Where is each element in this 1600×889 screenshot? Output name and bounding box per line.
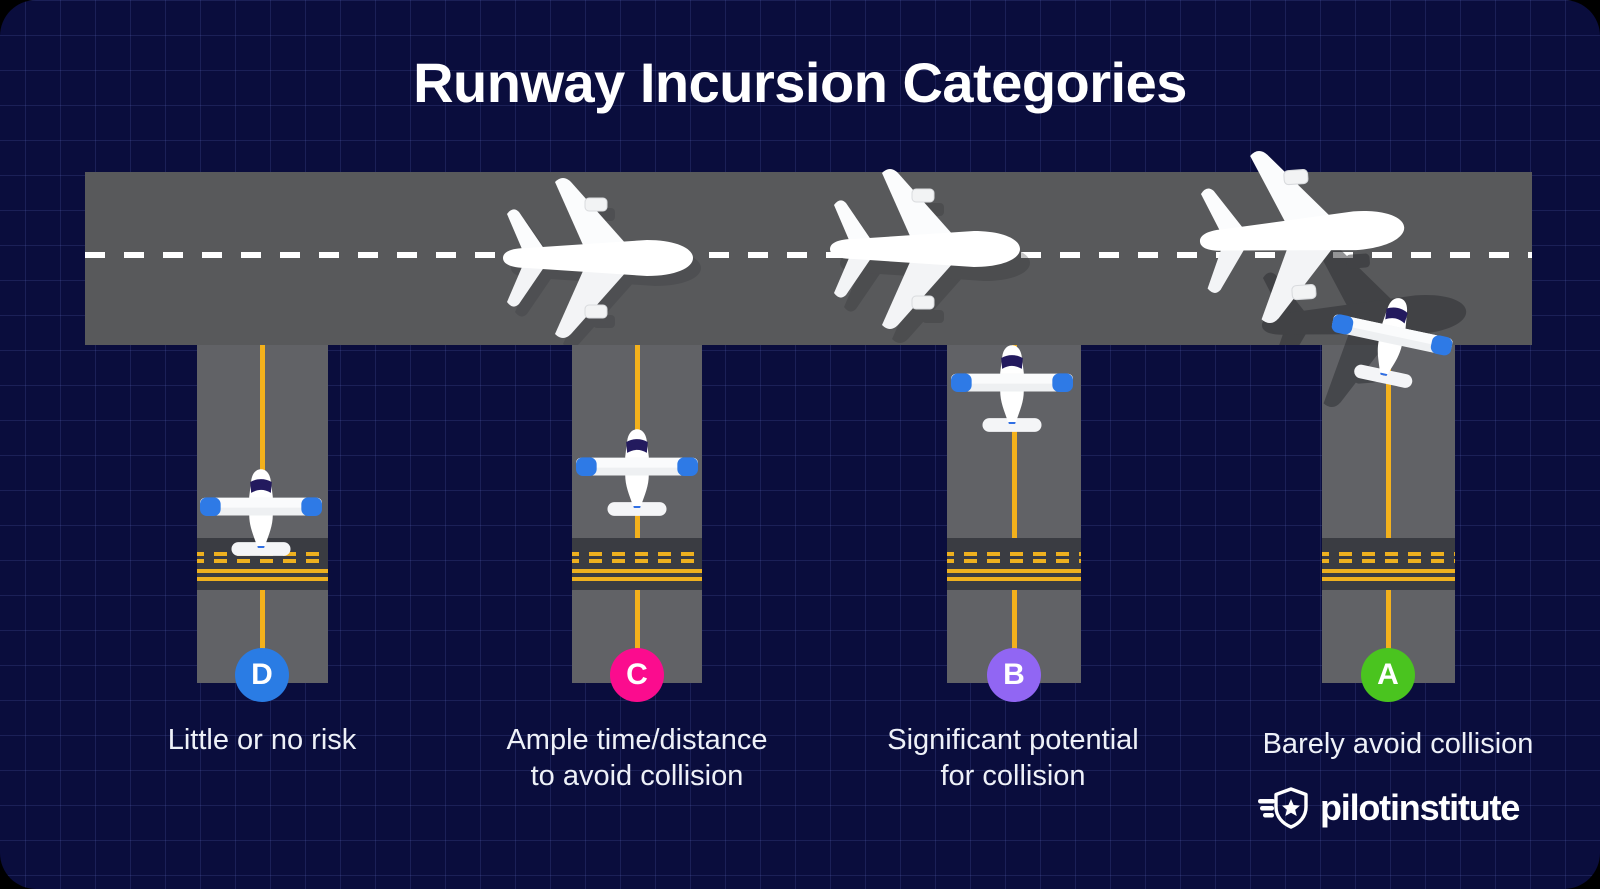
taxiway-a-hold-short-marking — [1322, 538, 1455, 590]
taxiway-a — [1322, 345, 1455, 683]
taxiway-b-hold-short-marking — [947, 538, 1081, 590]
badge-a-letter: A — [1377, 658, 1399, 691]
taxiway-a-centerline — [1386, 345, 1391, 683]
small-plane-c — [576, 429, 698, 524]
pilot-institute-logo: pilotinstitute — [1258, 786, 1520, 830]
caption-a: Barely avoid collision — [1262, 728, 1534, 760]
badge-a: A — [1361, 648, 1415, 702]
pilot-institute-shield-icon — [1258, 787, 1308, 829]
taxiway-b-centerline — [1011, 345, 1017, 683]
badge-b-letter: B — [1003, 658, 1025, 691]
badge-c: C — [610, 648, 664, 702]
badge-d: D — [235, 648, 289, 702]
airliner-jet-1 — [497, 174, 697, 342]
taxiway-c-hold-short-marking — [572, 538, 702, 590]
airliner-jet-2 — [824, 165, 1024, 333]
badge-b: B — [987, 648, 1041, 702]
pilot-institute-wordmark: pilotinstitute — [1320, 787, 1520, 828]
taxiway-b — [947, 345, 1081, 683]
caption-b: Significant potential for collision — [887, 724, 1139, 792]
small-plane-b — [951, 345, 1073, 440]
caption-c: Ample time/distance to avoid collision — [506, 724, 768, 792]
badge-c-letter: C — [626, 658, 648, 691]
runway-centerline — [85, 252, 1532, 258]
page-title: Runway Incursion Categories — [413, 51, 1187, 114]
caption-d: Little or no risk — [167, 724, 357, 756]
small-plane-d — [200, 469, 322, 564]
badge-d-letter: D — [251, 658, 273, 691]
